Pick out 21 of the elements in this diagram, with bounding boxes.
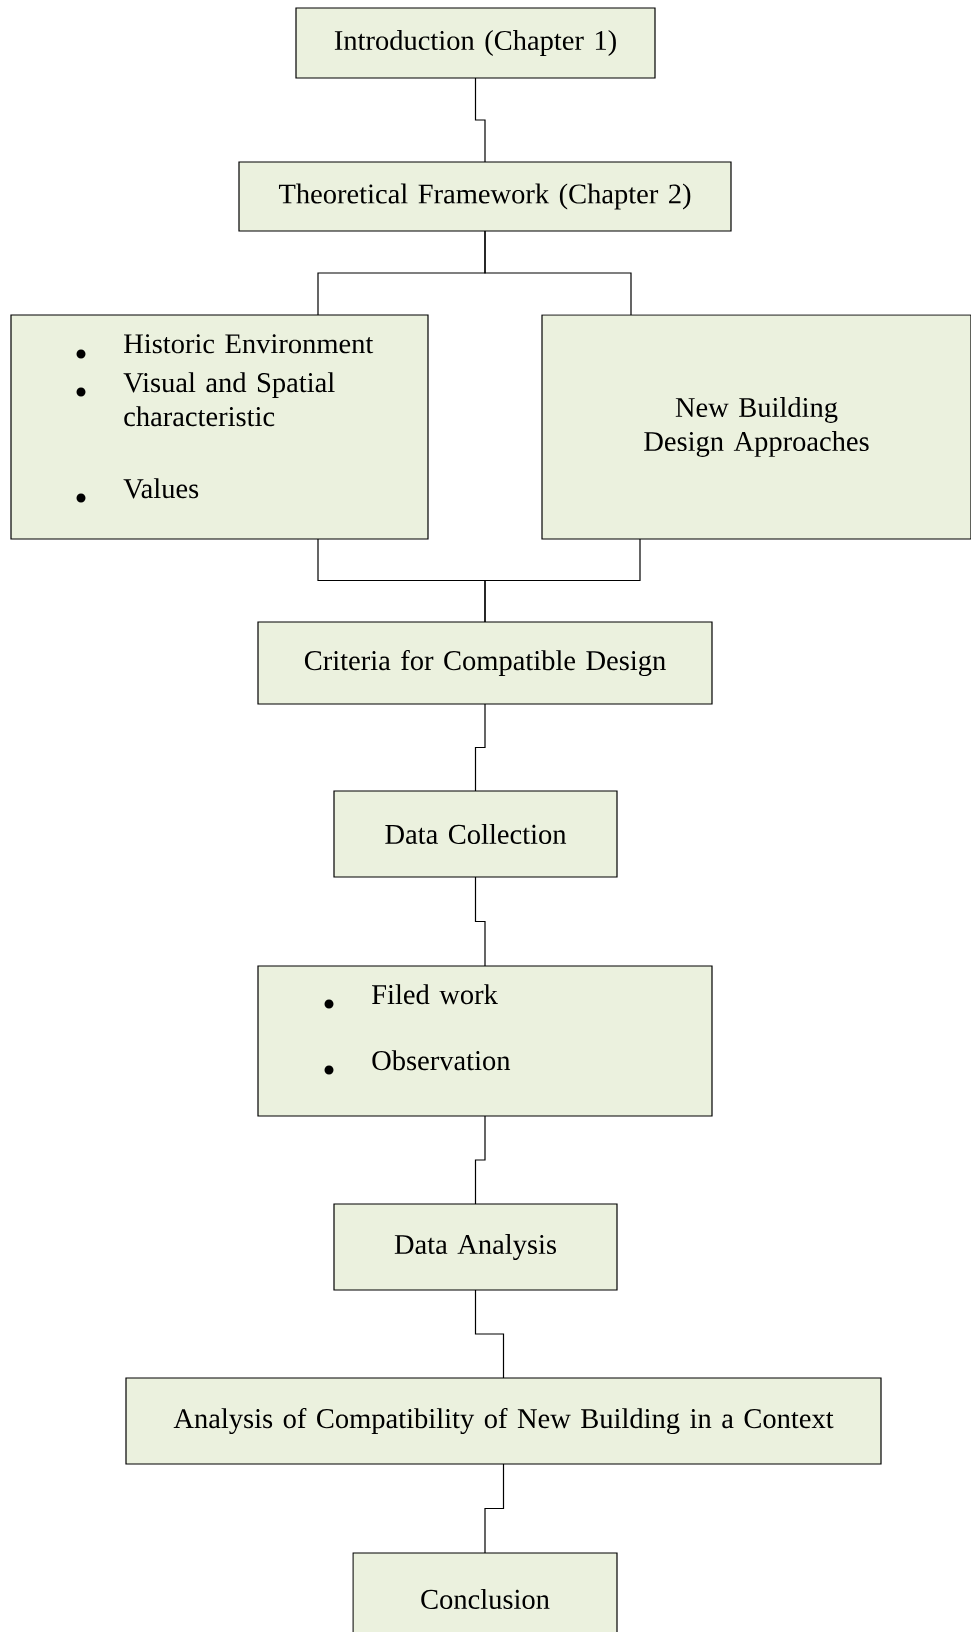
connector-line (484, 230, 632, 316)
connector-line (474, 1115, 486, 1205)
connector-line (474, 77, 486, 163)
box-label: Conclusion (421, 1588, 550, 1609)
box-label: Criteria for Compatible Design (304, 649, 666, 677)
connector-line (474, 876, 486, 967)
bullet-text: Observation (372, 1050, 511, 1071)
box-label: Introduction (Chapter 1) (334, 30, 616, 56)
connector-line (474, 703, 486, 792)
box-label: Data Collection (385, 823, 567, 844)
box-label: Data Analysis (394, 1234, 556, 1260)
connector-line (474, 1289, 505, 1379)
bullet-text: Visual and Spatial characteristic (123, 372, 335, 427)
bullet-text: Values (123, 478, 199, 499)
box-label: Analysis of Compatibility of New Building in a Context (173, 1407, 834, 1435)
connector-line (484, 1463, 505, 1554)
box-label: Theoretical Framework (Chapter 2) (279, 183, 691, 210)
connector-line (484, 538, 641, 623)
bullet-text: Filed work (372, 984, 498, 1005)
bullet-text: Historic Environment (124, 334, 374, 354)
box-label: New Building Design Approaches (644, 397, 869, 457)
